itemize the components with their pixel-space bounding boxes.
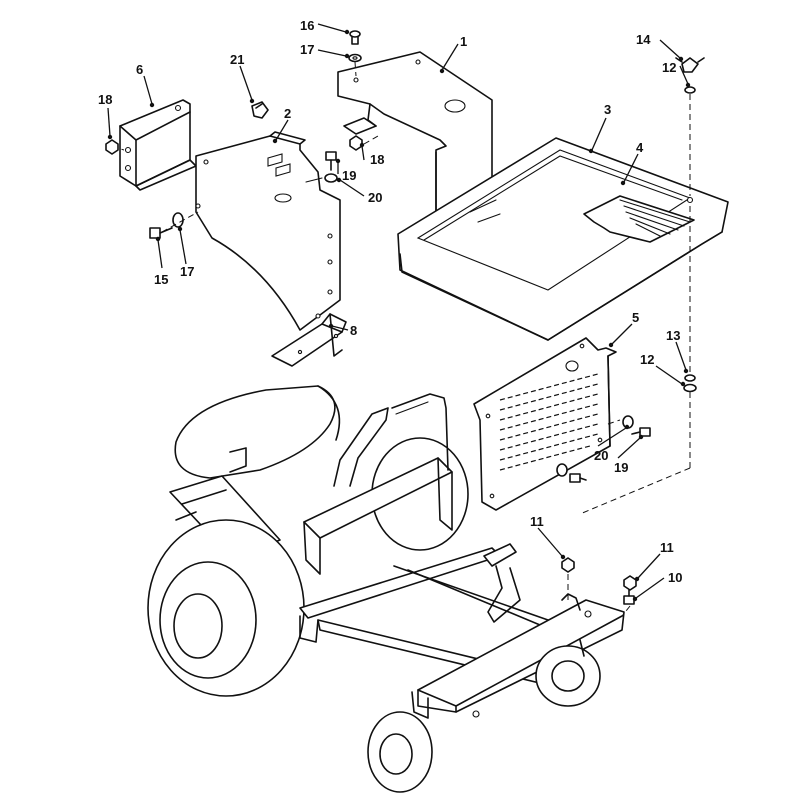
part-2-side-panel: [195, 131, 341, 331]
part-5-vented-cover: [473, 337, 617, 511]
callout-18: 18: [370, 152, 384, 167]
callout-14: 14: [636, 32, 651, 47]
callout-12: 12: [662, 60, 676, 75]
part-4-seat-top-pad: [583, 195, 695, 243]
callout-leaders: [107, 23, 691, 602]
assembly-lines: [161, 61, 691, 617]
callout-2: 2: [284, 106, 291, 121]
callout-labels: 16 17 1 14 12 6 21 18 2 3 4 18 19 20 15 …: [98, 18, 682, 585]
callout-3: 3: [604, 102, 611, 117]
callout-13: 13: [666, 328, 680, 343]
callout-19: 19: [342, 168, 356, 183]
part-6-side-bracket: [111, 99, 197, 191]
callout-20: 20: [368, 190, 382, 205]
callout-1: 1: [460, 34, 467, 49]
callout-12: 12: [640, 352, 654, 367]
callout-4: 4: [636, 140, 644, 155]
callout-17: 17: [180, 264, 194, 279]
part-1-seat-riser-panel: [337, 51, 493, 229]
callout-6: 6: [136, 62, 143, 77]
part-3-seat-pan: [397, 137, 729, 341]
callout-20: 20: [594, 448, 608, 463]
callout-15: 15: [154, 272, 168, 287]
callout-18: 18: [98, 92, 112, 107]
callout-16: 16: [300, 18, 314, 33]
callout-8: 8: [350, 323, 357, 338]
hardware-fasteners: [105, 30, 705, 605]
callout-5: 5: [632, 310, 639, 325]
callout-21: 21: [230, 52, 244, 67]
chassis-assembly: [147, 385, 625, 793]
callout-10: 10: [668, 570, 682, 585]
part-8-l-bracket: [271, 313, 347, 367]
callout-11: 11: [530, 514, 544, 529]
callout-17: 17: [300, 42, 314, 57]
callout-11: 11: [660, 540, 674, 555]
part-21-clip: [251, 101, 269, 119]
callout-19: 19: [614, 460, 628, 475]
